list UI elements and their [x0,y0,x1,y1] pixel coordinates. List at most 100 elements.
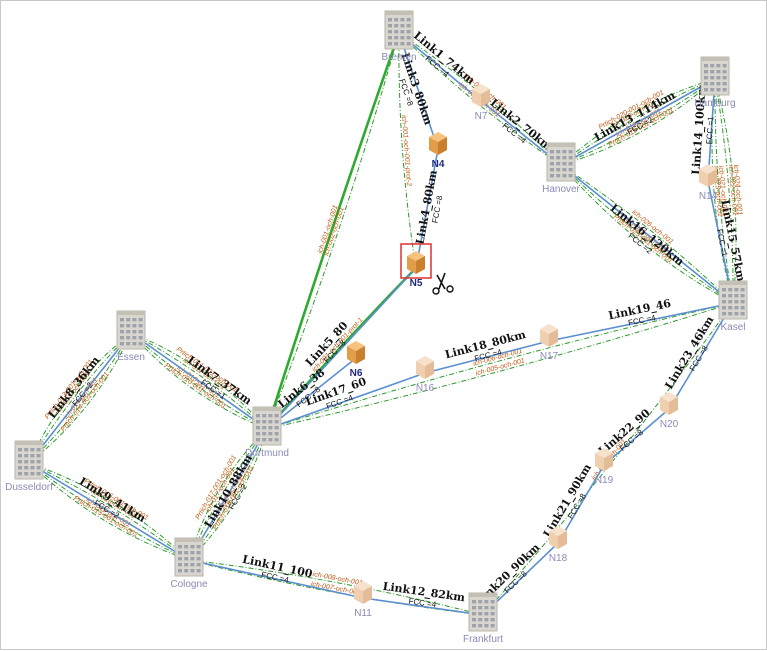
node-n14[interactable]: N14 [699,164,718,202]
och-path[interactable] [560,78,716,166]
och-path[interactable] [714,78,734,304]
och-path[interactable] [130,332,268,430]
node-frankfurt[interactable]: Frankfurt [463,592,503,645]
och-path[interactable] [398,32,417,269]
och-path[interactable] [560,164,734,304]
node-label: N18 [549,553,568,564]
node-cologne[interactable]: Cologne [170,537,208,590]
och-path[interactable] [130,332,268,430]
och-path[interactable] [711,78,734,304]
fiber-link-line[interactable] [266,372,426,430]
node-n4[interactable]: N4 [429,132,447,170]
och-line[interactable]: ich-024-och-001 [714,78,743,304]
node-essen[interactable]: Essen [116,310,146,363]
och-path[interactable] [482,302,734,616]
node-n18[interactable]: N18 [549,526,568,564]
och-line[interactable]: ich-021-och-001 [714,78,734,304]
fiber-link-line[interactable] [557,464,605,544]
node-hanover[interactable]: Hanover [542,142,581,195]
node-n19[interactable]: N19 [595,448,614,486]
fiber-link-line[interactable] [28,332,132,464]
och-path[interactable] [560,78,716,166]
node-label: N11 [354,608,372,619]
och-label: ich-001-och-001-prot-2 [400,115,412,187]
fiber-link-line[interactable] [362,597,484,616]
och-path[interactable] [28,462,190,561]
och-label: ich-022-och-001 [727,165,738,216]
fiber-link-line[interactable] [603,408,670,466]
node-n17[interactable]: N17 [540,324,559,362]
och-label: ich-024-och-001 [732,164,743,215]
node-label: N7 [475,111,488,122]
node-label: N17 [540,351,559,362]
och-path[interactable] [265,32,401,430]
och-path[interactable] [560,164,734,304]
node-n16[interactable]: N16 [416,356,435,394]
node-dortmund[interactable]: Dortmund [245,406,289,459]
node-n20[interactable]: N20 [660,392,679,430]
fiber-link-line[interactable] [668,302,734,410]
building-icon [116,310,146,350]
fiber-link-line[interactable] [707,78,716,182]
och-path[interactable] [560,78,716,166]
node-bremen[interactable]: Bremen [381,10,417,63]
node-dusseldorf[interactable]: Dusseldorf [5,440,53,493]
node-label: Bremen [381,52,416,63]
och-label: ich-021-och-001 [717,166,728,217]
node-hamburg[interactable]: Hamburg [694,56,736,109]
node-n6[interactable]: N6 [347,341,365,379]
link-label: Link23_46km [662,313,717,392]
och-path[interactable] [560,78,716,166]
cube-icon [660,392,678,415]
och-path[interactable] [28,332,132,464]
fiber-link-line[interactable] [266,267,417,430]
building-icon [700,56,730,96]
fiber-link-line[interactable] [130,332,268,430]
cube-icon [354,581,372,604]
och-path[interactable] [266,32,400,430]
fiber-link-line[interactable] [424,340,550,374]
fiber-link-line[interactable] [398,32,439,150]
node-n7[interactable]: N7 [472,84,490,122]
fiber-link-line[interactable] [415,148,439,269]
och-path[interactable] [28,462,190,561]
och-path[interactable] [188,559,484,616]
building-icon [384,10,414,50]
och-label: ich-023-och-001 [712,166,723,217]
och-path[interactable] [266,302,734,430]
och-path[interactable] [188,428,268,561]
och-line[interactable]: ich-023-och-001 [711,78,734,304]
och-path[interactable] [714,78,737,304]
fiber-link-line[interactable] [28,462,190,561]
node-label: Dortmund [245,448,289,459]
fiber-link-line[interactable] [560,78,716,166]
node-label: Kasel [720,322,745,333]
node-kasel[interactable]: Kasel [718,280,748,333]
och-path[interactable] [266,302,734,430]
fcc-label: FCC =1 [705,116,716,145]
och-path[interactable] [28,462,190,561]
och-path[interactable] [188,428,268,561]
fiber-link-line[interactable] [560,164,734,304]
fiber-link-line[interactable] [188,559,364,599]
och-path[interactable] [28,462,190,561]
och-path[interactable] [28,332,132,464]
node-n5[interactable]: N5 [400,243,432,289]
node-n11[interactable]: N11 [354,581,372,619]
fcc-label: FCC =4 [408,597,437,610]
node-label: N6 [350,368,363,379]
fiber-link-line[interactable] [548,302,734,342]
fiber-link-line[interactable] [266,357,357,430]
och-path[interactable] [714,78,734,304]
och-path[interactable] [560,164,734,304]
och-line[interactable]: ich-022-och-001 [714,78,738,304]
och-path[interactable] [28,332,132,464]
cube-icon [407,251,425,274]
